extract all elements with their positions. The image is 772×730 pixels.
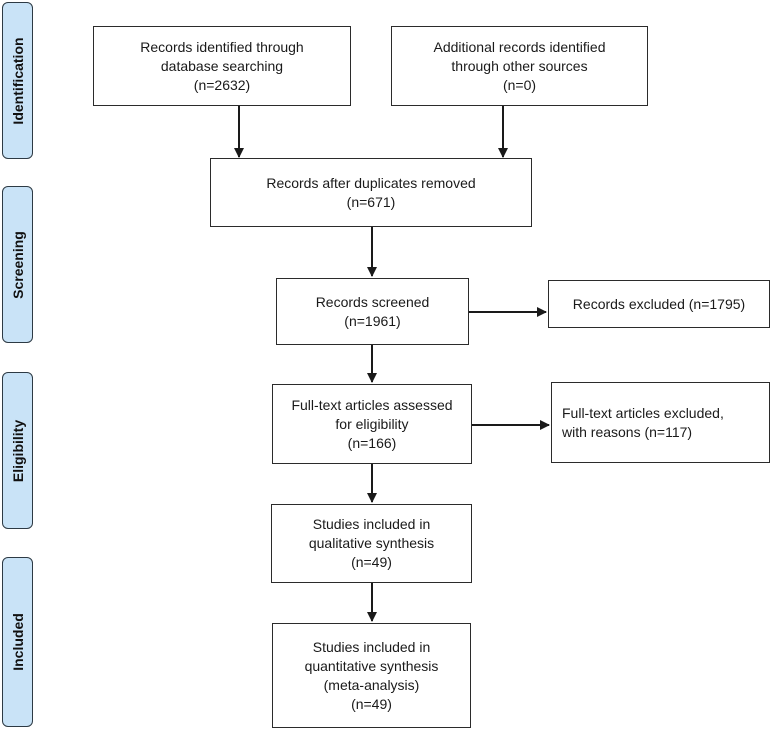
box-qualitative-synthesis: Studies included in qualitative synthesi…	[271, 504, 472, 583]
box-records-screened: Records screened (n=1961)	[276, 278, 469, 345]
phase-identification: Identification	[2, 2, 33, 159]
box-fulltext-excluded: Full-text articles excluded, with reason…	[551, 382, 770, 463]
phase-eligibility: Eligibility	[2, 372, 33, 529]
box-records-excluded: Records excluded (n=1795)	[548, 280, 770, 328]
box-database-search: Records identified through database sear…	[93, 26, 351, 106]
phase-screening: Screening	[2, 186, 33, 343]
box-quantitative-synthesis: Studies included in quantitative synthes…	[272, 623, 471, 728]
box-fulltext-assessed: Full-text articles assessed for eligibil…	[272, 384, 472, 464]
box-duplicates-removed: Records after duplicates removed (n=671)	[210, 158, 532, 227]
box-other-sources: Additional records identified through ot…	[391, 26, 648, 106]
phase-included: Included	[2, 557, 33, 727]
